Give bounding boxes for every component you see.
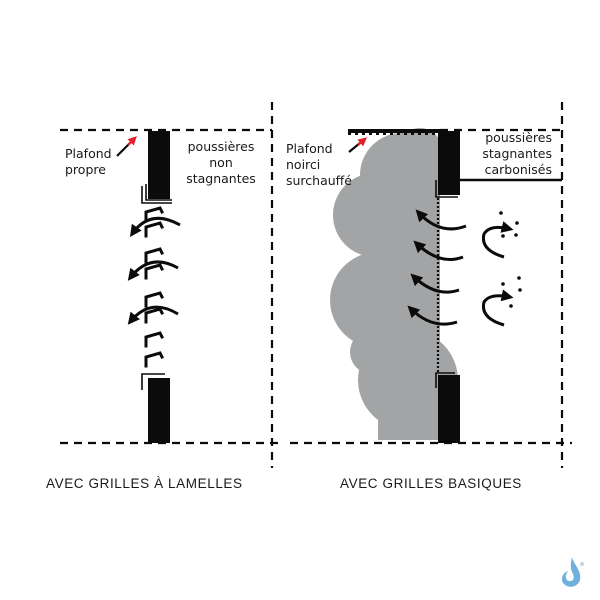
blackened-ceiling: [348, 129, 440, 133]
left-panel: Plafond propre poussières non stagnantes…: [46, 102, 282, 491]
ceiling-label-line2: propre: [65, 162, 106, 177]
dust-label-line3: stagnantes: [186, 171, 256, 186]
left-caption: AVEC GRILLES À LAMELLES: [46, 476, 243, 491]
dust-label-line1: poussières: [188, 139, 255, 154]
wall-upper: [438, 131, 460, 195]
recirculation-arrows: [481, 221, 514, 327]
wall-upper: [148, 131, 170, 199]
dust-label-line3: carbonisés: [485, 162, 552, 177]
right-caption: AVEC GRILLES BASIQUES: [340, 476, 522, 491]
dust-label-line1: poussières: [485, 130, 552, 145]
airflow-arrows: [127, 216, 181, 325]
ceiling-label-line3: surchauffé: [286, 173, 352, 188]
wall-lower: [438, 375, 460, 443]
wall-lower: [148, 378, 170, 443]
ceiling-label-line1: Plafond: [65, 146, 112, 161]
ceiling-arrow-icon: [357, 137, 368, 147]
right-panel: Plafond noirci surchauffé poussières sta…: [286, 102, 572, 491]
smoke-cloud: [330, 128, 458, 440]
water-drop-logo-icon: [561, 557, 584, 587]
dust-label-line2: stagnantes: [482, 146, 552, 161]
ceiling-label-line2: noirci: [286, 157, 320, 172]
airflow-arrows: [407, 209, 467, 326]
ceiling-label-line1: Plafond: [286, 141, 333, 156]
dust-label-line2: non: [209, 155, 233, 170]
ceiling-arrow-icon: [127, 136, 137, 146]
louvred-grille: [144, 206, 165, 368]
dust-particles: [499, 211, 522, 308]
